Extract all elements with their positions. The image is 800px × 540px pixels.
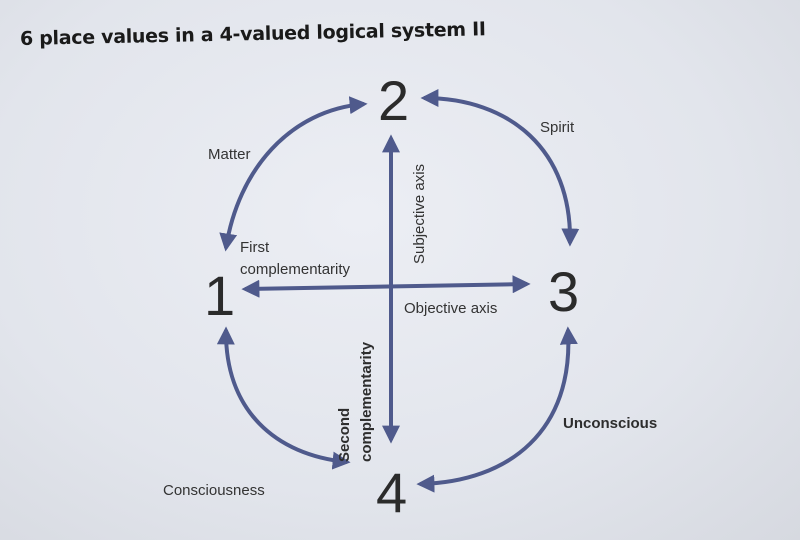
node-4: 4: [376, 461, 407, 524]
node-3: 3: [548, 260, 579, 323]
label-first-complementarity-2: complementarity: [240, 261, 351, 278]
label-matter: Matter: [208, 146, 251, 163]
node-2: 2: [378, 69, 409, 132]
node-1: 1: [204, 264, 235, 327]
spirit-curve-arrow: [420, 89, 580, 247]
unconscious-curve-arrow: [416, 326, 578, 493]
label-spirit: Spirit: [540, 119, 575, 136]
label-consciousness: Consciousness: [163, 482, 265, 499]
label-subjective-axis: Subjective axis: [411, 164, 428, 264]
label-second-complementarity-1: Second: [336, 408, 353, 462]
label-second-complementarity-2: complementarity: [358, 341, 375, 462]
consciousness-curve-arrow: [216, 326, 351, 470]
label-unconscious: Unconscious: [563, 415, 657, 432]
label-objective-axis: Objective axis: [404, 300, 497, 317]
label-first-complementarity-1: First: [240, 239, 270, 256]
matter-curve-arrow: [219, 96, 368, 252]
horizontal-axis-arrow: [241, 275, 531, 298]
